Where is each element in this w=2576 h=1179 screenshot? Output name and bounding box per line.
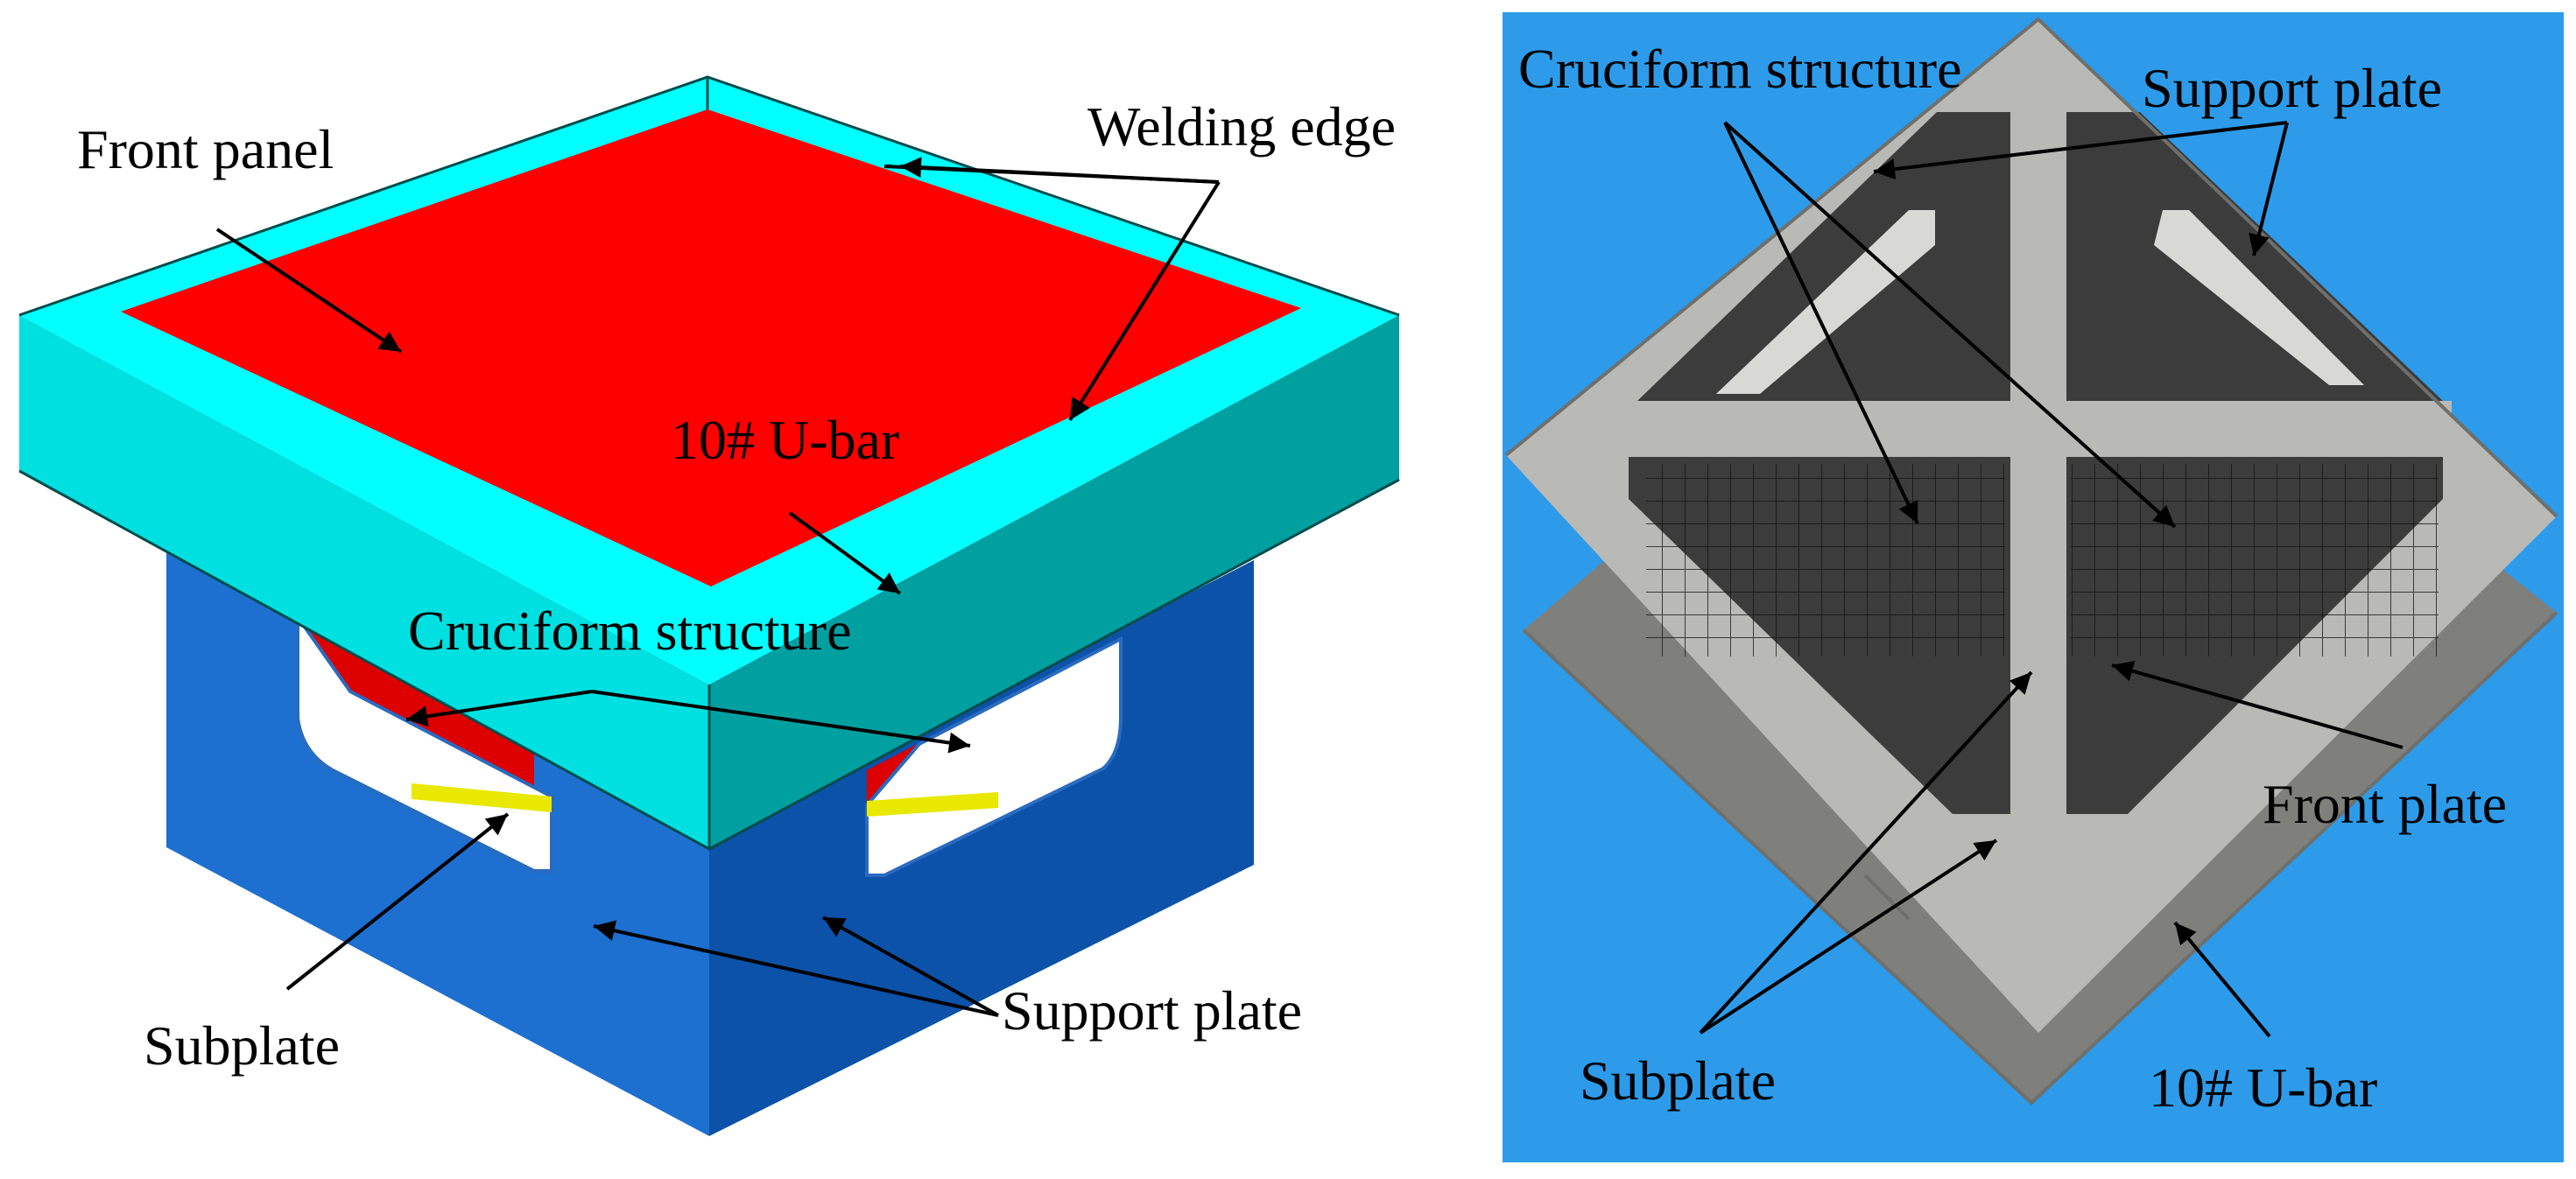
label-support-plate: Support plate (1002, 979, 1302, 1042)
opening-right (865, 635, 1123, 877)
cruciform-vertical (2010, 96, 2066, 823)
right-labels: Cruciform structure Support plate Front … (1518, 38, 2507, 1119)
label-cruciform: Cruciform structure (408, 600, 852, 662)
label-front-panel: Front panel (77, 118, 334, 180)
cavity-top-left (1637, 112, 2010, 401)
label-u-bar: 10# U-bar (671, 409, 899, 471)
front-panel (121, 109, 1301, 586)
weld-strip-left (412, 783, 552, 812)
cavity-bottom-left (1629, 457, 2010, 814)
label-r-front-plate: Front plate (2263, 773, 2507, 835)
label-r-support-plate: Support plate (2142, 57, 2442, 119)
weld-strip-right (867, 792, 998, 817)
opening-left (296, 611, 553, 873)
u-bar-side (709, 315, 1399, 849)
cavity-top-right (2066, 112, 2443, 401)
label-subplate: Subplate (144, 1014, 340, 1077)
label-welding-edge: Welding edge (1087, 95, 1396, 158)
left-arrows (215, 157, 1221, 1017)
label-r-u-bar: 10# U-bar (2149, 1056, 2377, 1119)
left-labels: Front panel Welding edge 10# U-bar Cruci… (77, 95, 1396, 1077)
label-r-subplate: Subplate (1580, 1049, 1776, 1112)
cavity-bottom-right (2066, 457, 2443, 814)
cruciform-horizontal (1620, 401, 2452, 457)
left-model (18, 75, 1400, 1136)
right-arrows (1699, 121, 2404, 1038)
label-r-cruciform: Cruciform structure (1518, 38, 1962, 100)
u-bar-front (19, 315, 709, 849)
right-photo (1503, 12, 2564, 1162)
